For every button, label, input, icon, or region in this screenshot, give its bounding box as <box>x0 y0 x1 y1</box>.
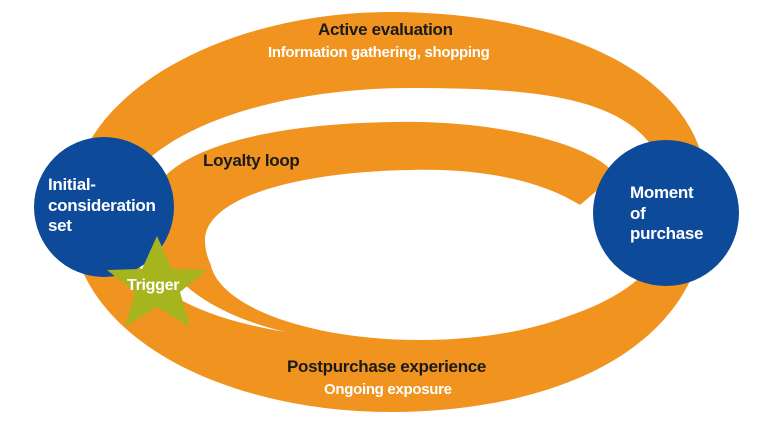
outer-loop-band <box>70 12 700 412</box>
moment-of-purchase-label: Moment of purchase <box>630 183 704 244</box>
trigger-star <box>107 236 207 327</box>
active-evaluation-subtitle: Information gathering, shopping <box>268 44 490 61</box>
initial-consideration-circle <box>34 137 174 277</box>
center-space <box>210 176 630 340</box>
postpurchase-title: Postpurchase experience <box>287 357 487 376</box>
loyalty-loop-band <box>150 121 615 346</box>
postpurchase-subtitle: Ongoing exposure <box>324 381 452 398</box>
active-evaluation-title: Active evaluation <box>318 20 453 39</box>
loyalty-loop-label: Loyalty loop <box>203 151 300 170</box>
trigger-label: Trigger <box>127 277 180 294</box>
moment-of-purchase-circle <box>593 140 739 286</box>
initial-consideration-label: Initial- consideration set <box>48 175 156 236</box>
